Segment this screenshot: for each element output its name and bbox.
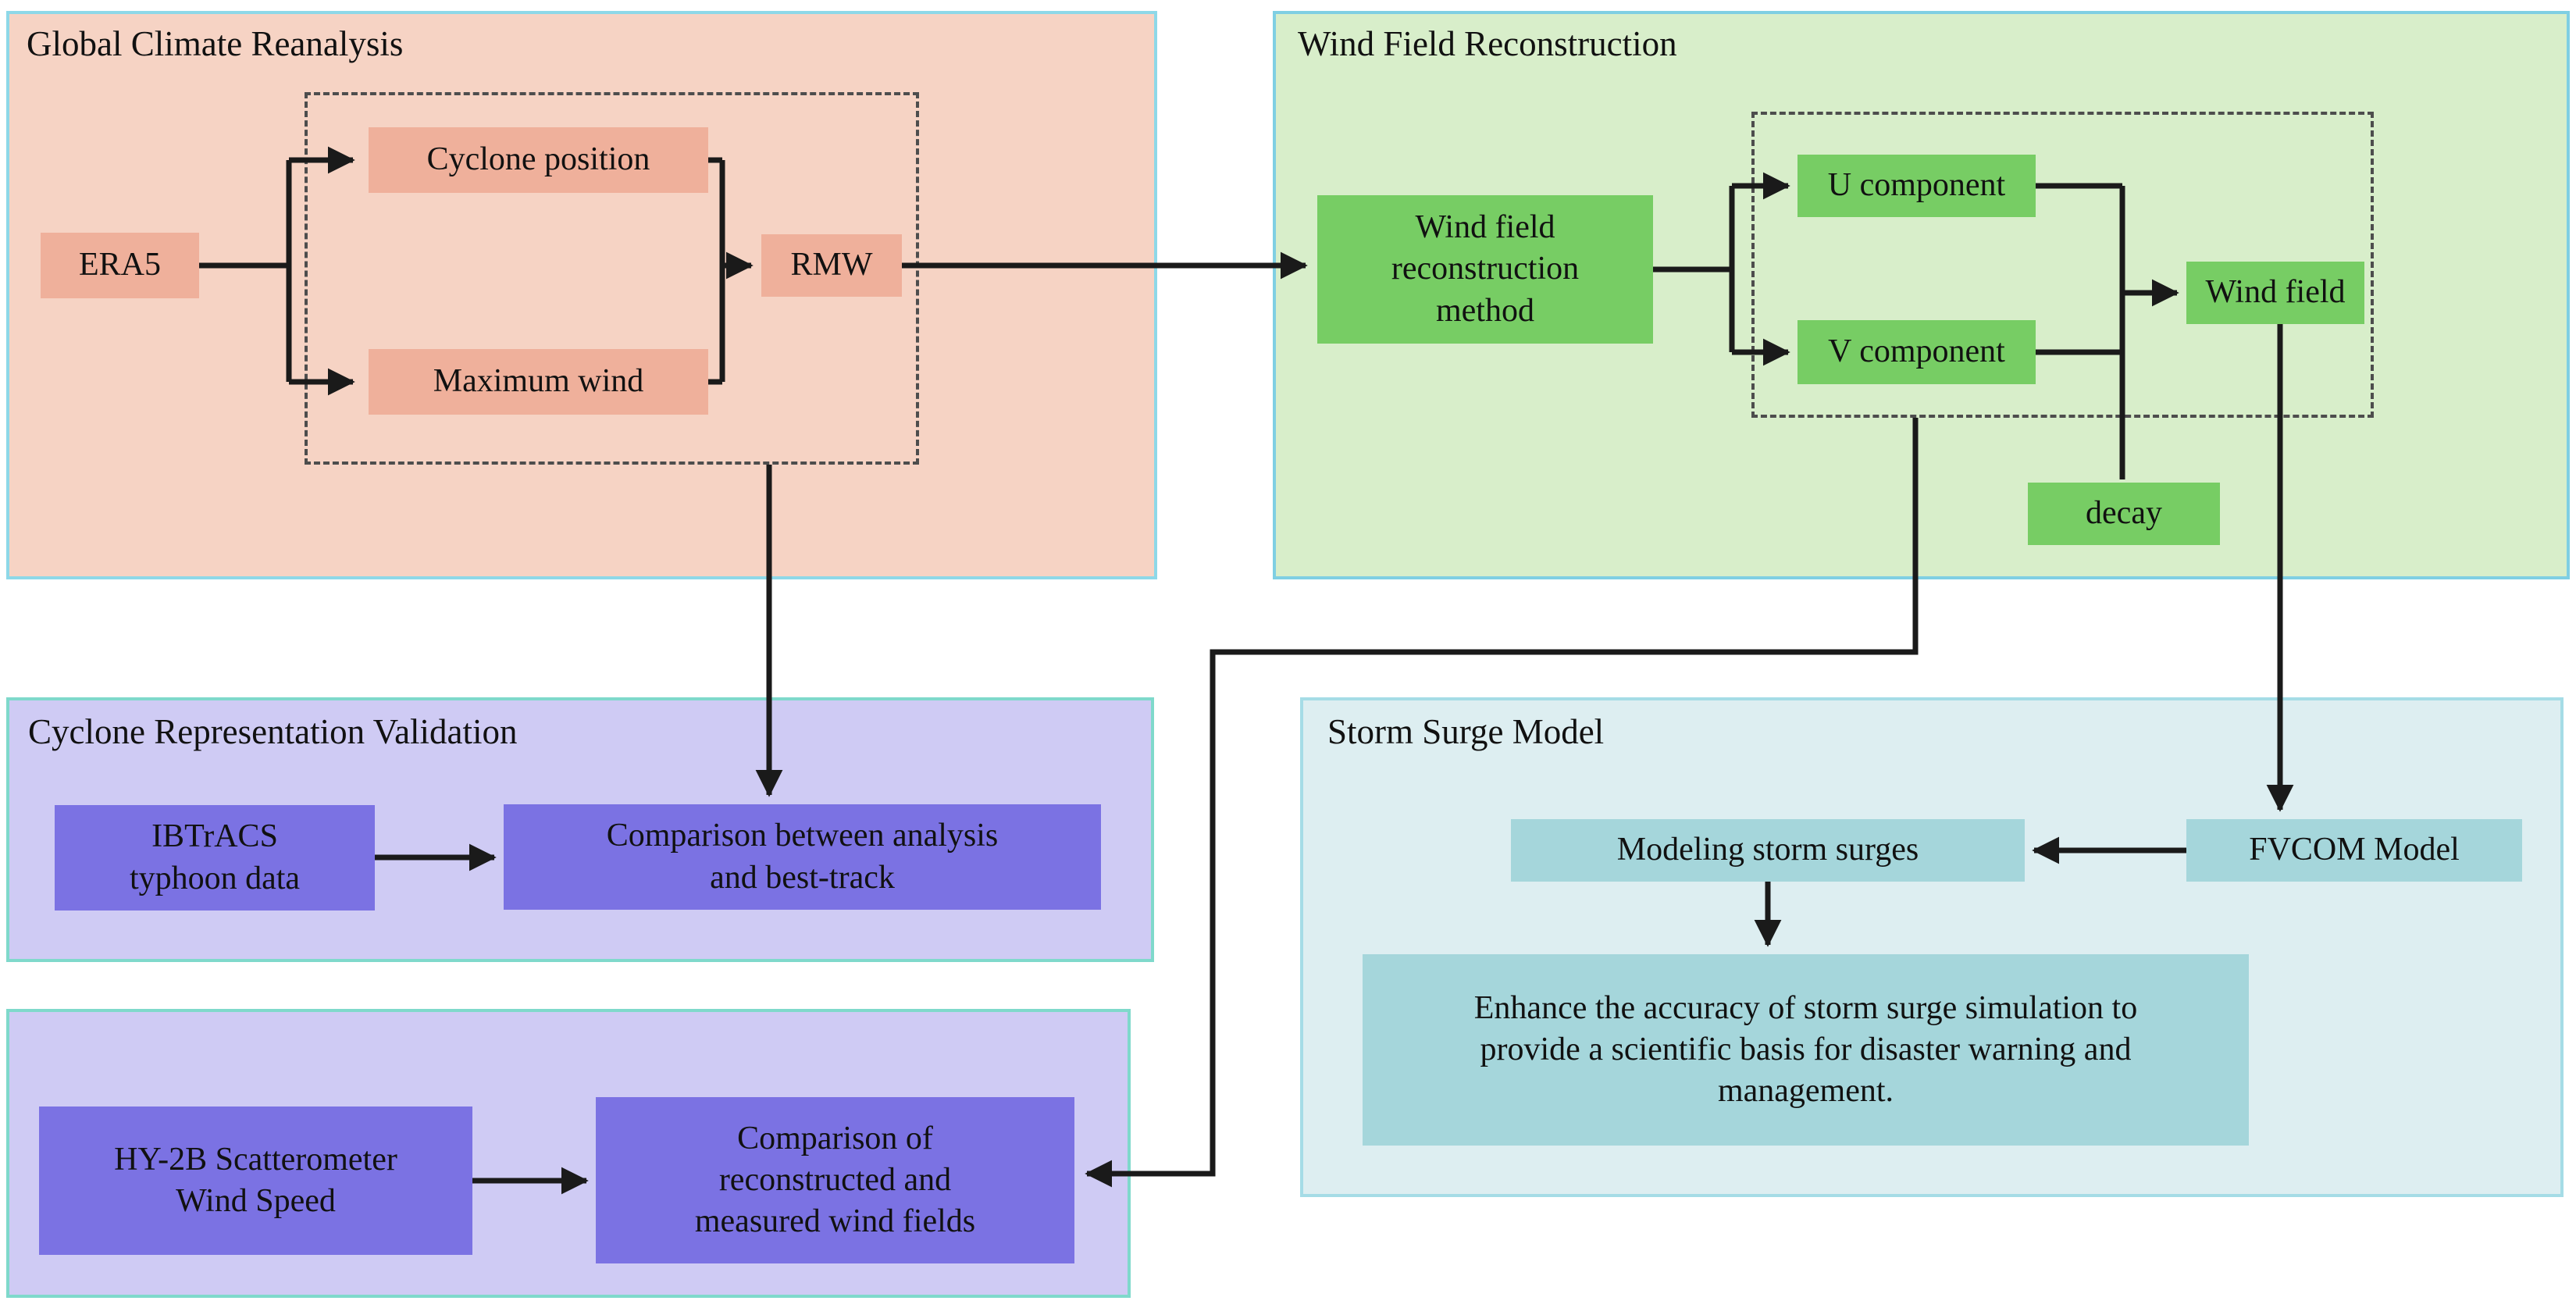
panel-title-wind-field-reconstruction: Wind Field Reconstruction xyxy=(1298,24,1677,63)
node-enhance-accuracy-goal: Enhance the accuracy of storm surge simu… xyxy=(1363,954,2249,1146)
node-wind-field: Wind field xyxy=(2186,262,2364,324)
node-u-component: U component xyxy=(1797,155,2036,217)
dashed-group-cyclone-parameters xyxy=(305,92,919,465)
node-era5: ERA5 xyxy=(41,233,199,298)
node-cyclone-position: Cyclone position xyxy=(369,127,708,193)
panel-global-climate-reanalysis: Global Climate Reanalysis ERA5 Cyclone p… xyxy=(6,11,1157,579)
node-ibtracs-typhoon-data: IBTrACS typhoon data xyxy=(55,805,375,911)
node-maximum-wind: Maximum wind xyxy=(369,349,708,415)
node-fvcom-model: FVCOM Model xyxy=(2186,819,2522,882)
node-comparison-wind-fields: Comparison of reconstructed and measured… xyxy=(596,1097,1074,1263)
panel-wind-field-reconstruction: Wind Field Reconstruction Wind field rec… xyxy=(1273,11,2570,579)
panel-title-storm-surge-model: Storm Surge Model xyxy=(1327,712,1605,751)
node-rmw: RMW xyxy=(761,234,902,297)
panel-wind-speed-validation: HY-2B Scatterometer Wind Speed Compariso… xyxy=(6,1009,1131,1298)
node-wind-field-reconstruction-method: Wind field reconstruction method xyxy=(1317,195,1653,344)
node-v-component: V component xyxy=(1797,320,2036,384)
node-hy2b-scatterometer-wind-speed: HY-2B Scatterometer Wind Speed xyxy=(39,1107,472,1255)
node-comparison-best-track: Comparison between analysis and best-tra… xyxy=(504,804,1101,910)
node-modeling-storm-surges: Modeling storm surges xyxy=(1511,819,2025,882)
node-decay: decay xyxy=(2028,483,2220,545)
panel-title-global-climate-reanalysis: Global Climate Reanalysis xyxy=(27,24,404,63)
panel-cyclone-representation-validation: Cyclone Representation Validation IBTrAC… xyxy=(6,697,1154,962)
panel-storm-surge-model: Storm Surge Model Modeling storm surges … xyxy=(1300,697,2564,1197)
panel-title-cyclone-representation-validation: Cyclone Representation Validation xyxy=(28,712,518,751)
dashed-group-uv-components xyxy=(1751,112,2374,418)
